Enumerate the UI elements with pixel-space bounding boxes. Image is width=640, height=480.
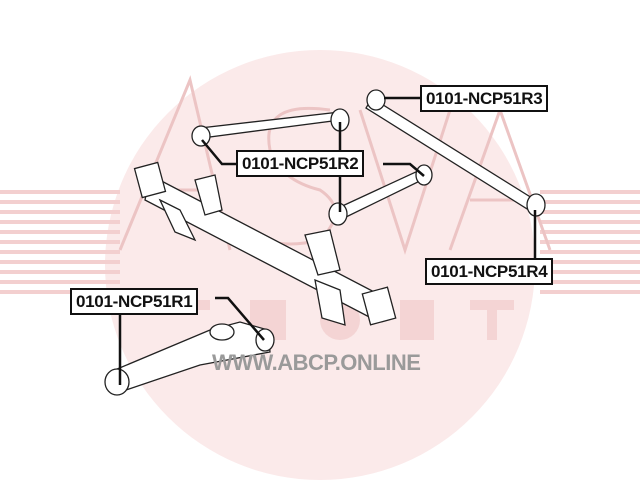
part-label-r3: 0101-NCP51R3 <box>420 85 549 112</box>
axle-flange-right <box>361 286 397 326</box>
leader-lines <box>118 96 537 385</box>
part-label-r1: 0101-NCP51R1 <box>70 288 199 315</box>
watermark-url: WWW.ABCP.ONLINE <box>212 350 421 375</box>
part-label-r2: 0101-NCP51R2 <box>236 150 365 177</box>
upper-arm <box>199 111 341 139</box>
bushing-r3 <box>366 89 386 111</box>
bushing-r2-d <box>328 202 348 226</box>
axle-flange-left <box>133 161 167 199</box>
watermark-sub-shape <box>170 300 514 340</box>
bushing-r1-a <box>104 368 130 396</box>
lower-arm <box>337 169 427 219</box>
part-label-r4: 0101-NCP51R4 <box>425 258 554 285</box>
bushing-r2-a <box>191 125 211 147</box>
